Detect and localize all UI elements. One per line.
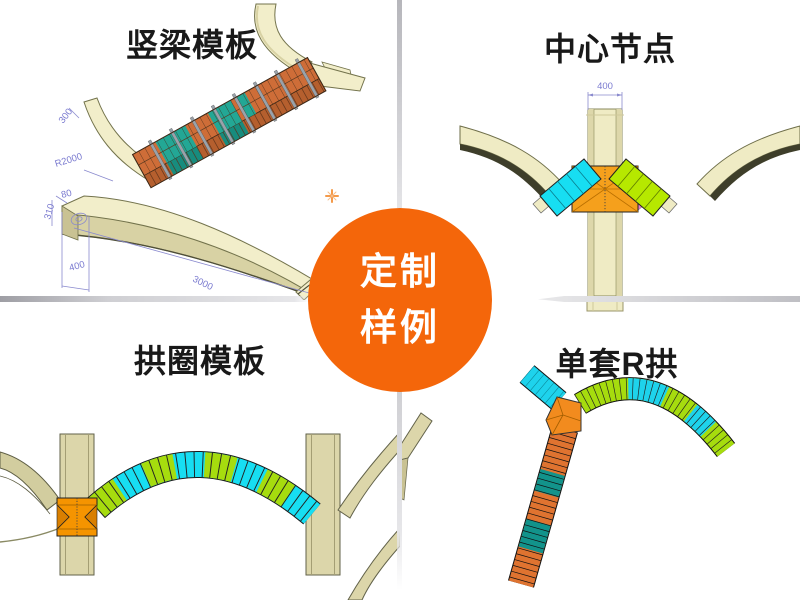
sparkle-icon xyxy=(325,189,339,203)
horizontal-divider-left xyxy=(0,296,310,302)
node-cyan-band xyxy=(539,158,602,217)
dimension-lines xyxy=(587,92,623,110)
vertical-divider-top xyxy=(397,0,402,208)
junction-node xyxy=(545,396,582,436)
paneled-arch xyxy=(573,377,736,458)
title-vertical-beam-formwork: 竖梁模板 xyxy=(125,27,259,63)
title-center-node: 中心节点 xyxy=(543,31,677,67)
dimension-lines xyxy=(51,107,321,297)
vertical-divider-bottom xyxy=(397,388,402,590)
horizontal-divider-right xyxy=(538,296,800,302)
badge-line-1: 定制 xyxy=(360,251,440,292)
badge-line-2: 样例 xyxy=(360,307,440,348)
cyan-branch xyxy=(519,365,567,410)
center-badge: 定制 样例 xyxy=(308,208,492,392)
dim-r2000: R2000 xyxy=(54,151,84,170)
dim-3000: 3000 xyxy=(191,274,215,293)
title-single-r-arch: 单套R拱 xyxy=(555,346,679,382)
single-r-arch-drawing xyxy=(400,300,736,588)
center-node-drawing: 400 xyxy=(459,81,800,297)
node-green-band xyxy=(608,158,671,217)
paneled-column xyxy=(508,425,578,588)
dim-300: 300 xyxy=(57,107,75,126)
arch-node-orange xyxy=(56,497,98,537)
dim-310: 310 xyxy=(42,203,57,221)
paneled-arch xyxy=(87,450,321,525)
arch-ring-formwork-drawing xyxy=(0,431,400,600)
dim-400-q1: 400 xyxy=(68,259,86,274)
title-arch-ring-formwork: 拱圈模板 xyxy=(133,343,267,379)
paneled-beam xyxy=(131,56,327,189)
dim-80: 80 xyxy=(60,188,73,201)
dim-400-q2: 400 xyxy=(597,81,613,92)
